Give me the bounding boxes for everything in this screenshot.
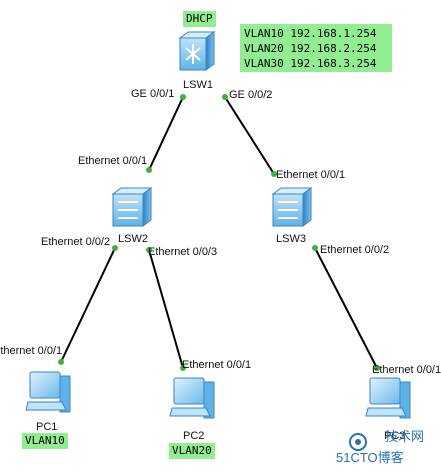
link-lsw3-pc3 bbox=[314, 247, 378, 369]
port-label-lsw3-e2: Ethernet 0/0/2 bbox=[320, 244, 390, 256]
pc-icon bbox=[25, 371, 71, 413]
dhcp-tag: DHCP bbox=[183, 11, 216, 27]
lsw2-device[interactable] bbox=[111, 187, 153, 227]
pc2-device[interactable] bbox=[169, 377, 215, 419]
pc2-vlan-tag: VLAN20 bbox=[169, 443, 215, 459]
pc-icon bbox=[365, 377, 411, 419]
switch-icon bbox=[111, 187, 153, 227]
switch-icon bbox=[271, 187, 313, 227]
port-label-pc3-e1: Ethernet 0/0/1 bbox=[372, 364, 441, 376]
core-switch-icon bbox=[178, 31, 216, 71]
pc1-label: PC1 bbox=[36, 421, 58, 433]
vlan-config-line: VLAN20 192.168.2.254 bbox=[244, 42, 377, 55]
link-lsw2-pc1 bbox=[60, 247, 116, 363]
port-label-lsw1-g2: GE 0/0/2 bbox=[229, 89, 273, 101]
port-dots bbox=[58, 94, 380, 371]
link-lsw2-pc2 bbox=[148, 249, 184, 369]
vlan-config-line: VLAN30 192.168.3.254 bbox=[244, 57, 377, 70]
pc1-device[interactable] bbox=[25, 371, 71, 413]
pc3-label: PC3 bbox=[384, 430, 406, 442]
lsw2-label: LSW2 bbox=[118, 233, 148, 245]
links bbox=[60, 96, 378, 369]
vlan-config-line: VLAN10 192.168.1.254 bbox=[244, 27, 377, 40]
port-label-lsw2-e2: Ethernet 0/0/2 bbox=[41, 236, 111, 248]
watermark-logo-icon bbox=[349, 433, 367, 451]
port-label-lsw2-e1: Ethernet 0/0/1 bbox=[78, 155, 148, 167]
port-dot bbox=[222, 94, 228, 100]
watermark-text: 51CTO博客 bbox=[336, 450, 404, 465]
watermark-site: 技术网 bbox=[385, 429, 425, 444]
port-dot bbox=[146, 247, 152, 253]
port-dot bbox=[112, 245, 118, 251]
port-dot bbox=[312, 245, 318, 251]
lsw3-device[interactable] bbox=[271, 187, 313, 227]
port-label-lsw1-g1: GE 0/0/1 bbox=[131, 88, 175, 100]
port-dot bbox=[146, 167, 152, 173]
port-dot bbox=[180, 365, 186, 371]
pc-icon bbox=[169, 377, 215, 419]
pc1-vlan-tag: VLAN10 bbox=[22, 433, 68, 449]
port-dot bbox=[374, 365, 380, 371]
port-dot bbox=[58, 359, 64, 365]
port-dot bbox=[271, 171, 277, 177]
port-dot bbox=[180, 94, 186, 100]
vlan-config-box: VLAN10 192.168.1.254 VLAN20 192.168.2.25… bbox=[240, 24, 392, 72]
port-label-lsw3-e1: Ethernet 0/0/1 bbox=[276, 169, 346, 181]
port-label-lsw2-e3: Ethernet 0/0/3 bbox=[148, 246, 218, 258]
pc2-label: PC2 bbox=[183, 430, 205, 442]
lsw1-device[interactable] bbox=[178, 31, 216, 71]
port-label-pc2-e1: Ethernet 0/0/1 bbox=[182, 359, 252, 371]
link-lsw1-lsw2 bbox=[148, 96, 184, 171]
lsw1-label: LSW1 bbox=[183, 79, 213, 91]
lsw3-label: LSW3 bbox=[276, 233, 306, 245]
pc3-device[interactable] bbox=[365, 377, 411, 419]
link-lsw1-lsw3 bbox=[224, 96, 275, 175]
port-label-pc1-e1: Ethernet 0/0/1 bbox=[0, 345, 63, 357]
